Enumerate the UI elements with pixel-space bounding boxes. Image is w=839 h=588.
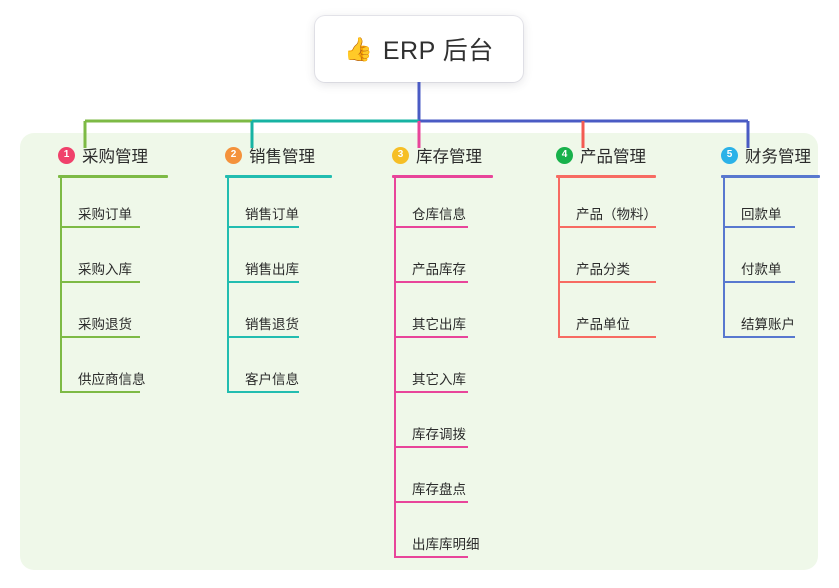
thumbs-up-emoji: 👍 (344, 35, 373, 62)
leaf-rule (60, 336, 140, 338)
leaf-label: 回款单 (741, 207, 782, 222)
leaf-rule (394, 501, 468, 503)
leaf-rule (60, 226, 140, 228)
column-finance: 5 财务管理 回款单 付款单 结算账户 (703, 143, 820, 338)
leaf-label: 采购退货 (78, 317, 132, 332)
leaf-label: 销售订单 (245, 207, 299, 222)
leaf-label: 采购订单 (78, 207, 132, 222)
leaf-label: 付款单 (741, 262, 782, 277)
column-title-3: 库存管理 (416, 148, 482, 166)
leaf-rule (558, 226, 656, 228)
column-header-3[interactable]: 3 库存管理 (374, 143, 493, 178)
column-trunk-5 (723, 178, 725, 338)
column-rule-3 (392, 175, 493, 178)
column-header-1[interactable]: 1 采购管理 (40, 143, 168, 178)
column-rule-4 (556, 175, 656, 178)
leaf-rule (558, 336, 656, 338)
column-trunk-1 (60, 178, 62, 393)
column-trunk-3 (394, 178, 396, 558)
leaf-label: 产品分类 (576, 262, 630, 277)
column-badge-4: 4 (556, 146, 573, 164)
leaf-rule (723, 336, 795, 338)
column-rule-1 (58, 175, 168, 178)
column-trunk-4 (558, 178, 560, 338)
column-trunk-2 (227, 178, 229, 393)
column-inventory: 3 库存管理 仓库信息 产品库存 其它出库 其它入库 库存调拨 (374, 143, 493, 558)
leaf-label: 采购入库 (78, 262, 132, 277)
leaf-rule (394, 226, 468, 228)
leaf-label: 库存调拨 (412, 427, 466, 442)
leaf-label: 产品库存 (412, 262, 466, 277)
leaf-label: 出库库明细 (412, 537, 480, 552)
leaf-rule (723, 226, 795, 228)
leaf-label: 其它出库 (412, 317, 466, 332)
leaf-rule (227, 281, 299, 283)
column-badge-3: 3 (392, 146, 409, 164)
leaf-rule (227, 336, 299, 338)
column-purchasing: 1 采购管理 采购订单 采购入库 采购退货 供应商信息 (40, 143, 168, 393)
diagram-panel (20, 133, 818, 570)
column-badge-1: 1 (58, 146, 75, 164)
leaf-rule (60, 281, 140, 283)
leaf-rule (227, 391, 299, 393)
column-badge-2: 2 (225, 146, 242, 164)
column-title-5: 财务管理 (745, 148, 811, 166)
column-sales: 2 销售管理 销售订单 销售出库 销售退货 客户信息 (207, 143, 332, 393)
leaf-rule (394, 556, 468, 558)
leaf-rule (723, 281, 795, 283)
column-product: 4 产品管理 产品（物料） 产品分类 产品单位 (538, 143, 657, 338)
column-header-2[interactable]: 2 销售管理 (207, 143, 332, 178)
root-node-label: ERP 后台 (382, 37, 494, 65)
leaf-label: 销售退货 (245, 317, 299, 332)
leaf-label: 产品单位 (576, 317, 630, 332)
column-rule-5 (721, 175, 820, 178)
root-node-content: 👍 ERP 后台 (344, 31, 494, 67)
column-header-4[interactable]: 4 产品管理 (538, 143, 656, 178)
column-badge-5: 5 (721, 146, 738, 164)
column-header-5[interactable]: 5 财务管理 (703, 143, 820, 178)
leaf-label: 产品（物料） (576, 207, 657, 222)
leaf-label: 销售出库 (245, 262, 299, 277)
leaf-label: 其它入库 (412, 372, 466, 387)
leaf-rule (394, 446, 468, 448)
leaf-label: 供应商信息 (78, 372, 146, 387)
column-title-2: 销售管理 (249, 148, 315, 166)
leaf-rule (227, 226, 299, 228)
column-title-1: 采购管理 (82, 148, 148, 166)
leaf-rule (394, 281, 468, 283)
leaf-rule (394, 336, 468, 338)
root-node[interactable]: 👍 ERP 后台 (315, 16, 523, 82)
leaf-label: 库存盘点 (412, 482, 466, 497)
leaf-label: 结算账户 (741, 317, 795, 332)
leaf-rule (558, 281, 656, 283)
column-title-4: 产品管理 (580, 148, 646, 166)
leaf-rule (394, 391, 468, 393)
leaf-label: 仓库信息 (412, 207, 466, 222)
column-rule-2 (225, 175, 332, 178)
leaf-label: 客户信息 (245, 372, 299, 387)
leaf-rule (60, 391, 140, 393)
